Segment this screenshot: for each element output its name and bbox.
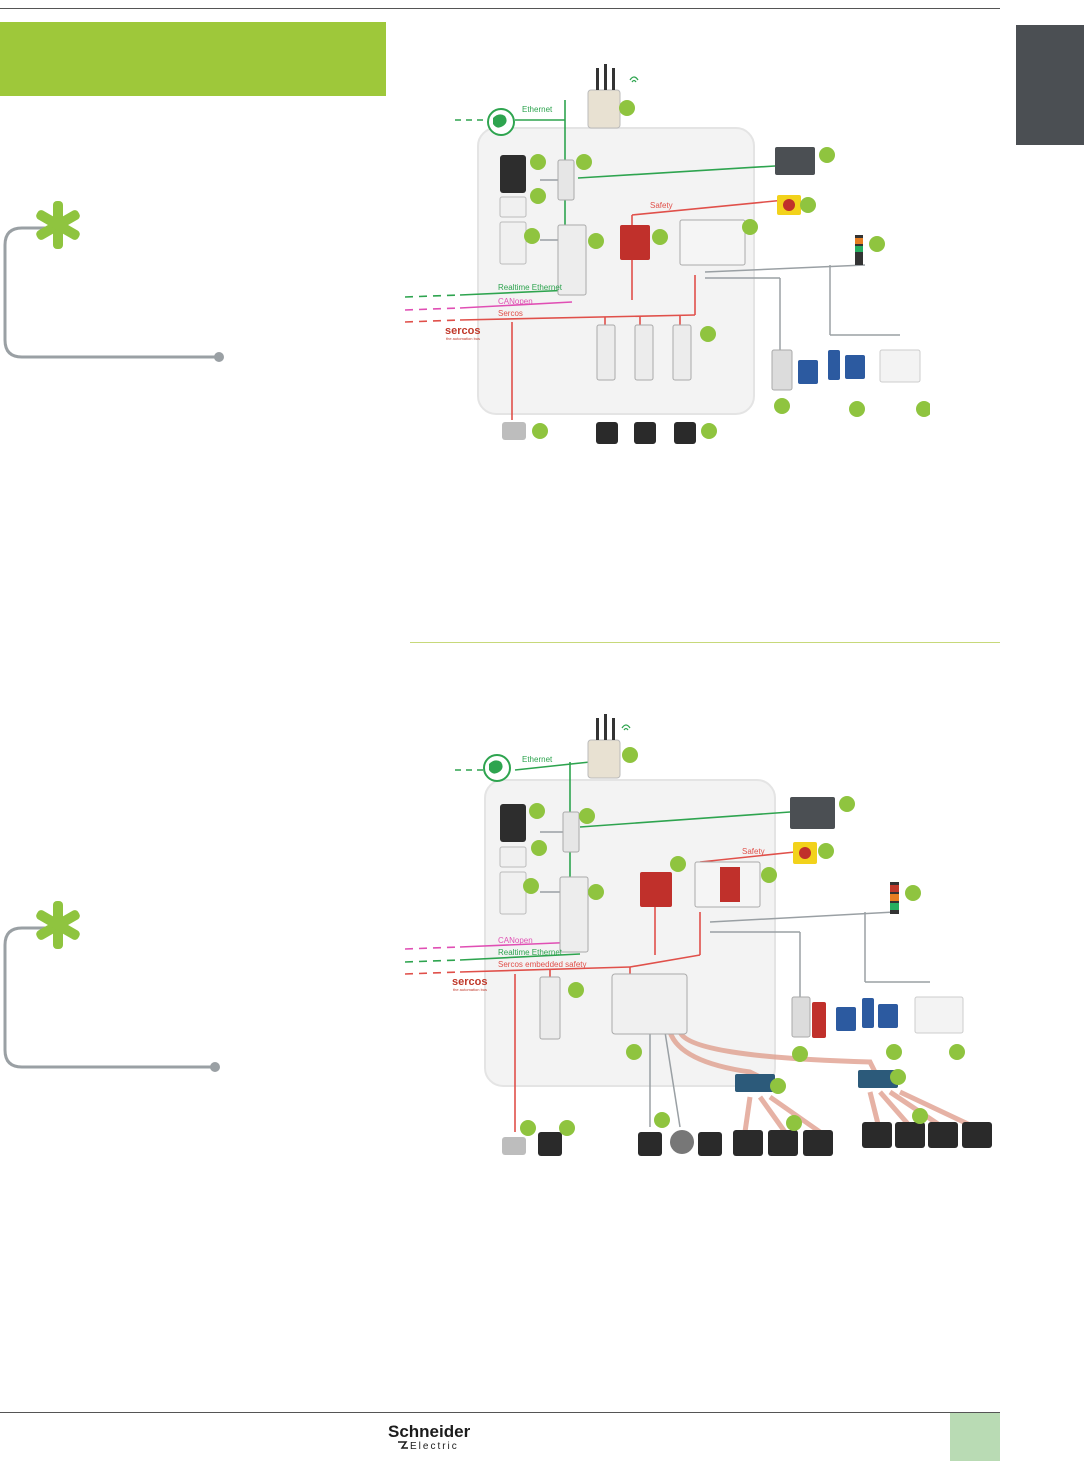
motion-controller	[558, 225, 586, 295]
servo-drive	[673, 325, 691, 380]
callout-top	[0, 195, 240, 370]
cabinet-panel	[485, 780, 775, 1086]
photo-sensor	[798, 360, 818, 384]
wireless-router	[588, 714, 620, 778]
architecture-diagram-bottom: Ethernet Safety C	[400, 712, 1000, 1167]
ethernet-label: Ethernet	[522, 105, 553, 114]
safety-module	[640, 872, 672, 907]
servo-motor	[596, 422, 618, 444]
wireless-icon	[630, 77, 638, 82]
section-title-box	[0, 22, 386, 96]
canopen-label: CANopen	[498, 936, 533, 945]
proximity-sensor	[862, 998, 874, 1028]
io-island	[772, 350, 792, 390]
integrated-servo-motor	[768, 1130, 798, 1156]
limit-switch	[845, 355, 865, 379]
schneider-logo: Schneider Electric	[386, 1422, 486, 1452]
encoder	[502, 1137, 526, 1155]
top-rule	[0, 8, 1000, 9]
wireless-icon	[622, 725, 630, 730]
sercos-logo-sub: the automation bus	[453, 987, 487, 992]
ethernet-switch	[558, 160, 574, 200]
safety-module	[620, 225, 650, 260]
bottom-rule	[0, 1412, 1000, 1413]
architecture-diagram-top: Ethernet Safety Realtime Ethernet CANope	[400, 60, 930, 455]
integrated-servo-motor	[895, 1122, 925, 1148]
io-island	[792, 997, 810, 1037]
servo-motor	[698, 1132, 722, 1156]
servo-motor	[638, 1132, 662, 1156]
circuit-breaker	[500, 804, 526, 842]
power-supply	[500, 872, 526, 914]
asterisk-icon	[35, 901, 82, 949]
pushbuttons	[915, 997, 963, 1033]
callout-bottom	[0, 895, 240, 1080]
asterisk-icon	[35, 201, 82, 249]
realtime-ethernet-label: Realtime Ethernet	[498, 948, 563, 957]
brand-name: Schneider	[388, 1422, 471, 1441]
servo-motor	[634, 422, 656, 444]
plc-io-rack	[680, 220, 745, 265]
canopen-label: CANopen	[498, 297, 533, 306]
servo-drive	[635, 325, 653, 380]
proximity-sensor	[828, 350, 840, 380]
power-meter	[500, 847, 526, 867]
ethernet-switch	[563, 812, 579, 852]
integrated-servo-motor	[803, 1130, 833, 1156]
integrated-servo-motor	[962, 1122, 992, 1148]
hmi-display	[790, 797, 835, 829]
realtime-ethernet-label: Realtime Ethernet	[498, 283, 563, 292]
servo-motor	[674, 422, 696, 444]
integrated-servo-motor	[862, 1122, 892, 1148]
limit-switch	[878, 1004, 898, 1028]
wireless-router	[588, 64, 620, 128]
brand-sub: Electric	[410, 1441, 459, 1452]
photo-sensor	[836, 1007, 856, 1031]
gearbox	[670, 1130, 694, 1154]
sercos-label: Sercos	[498, 309, 523, 318]
integrated-servo-motor	[733, 1130, 763, 1156]
ethernet-label: Ethernet	[522, 755, 553, 764]
section-tab	[1016, 25, 1084, 145]
circuit-breaker	[500, 155, 526, 193]
safety-io	[812, 1002, 826, 1038]
sercos-safety-label: Sercos embedded safety	[498, 960, 587, 969]
safety-label: Safety	[650, 201, 673, 210]
section-divider	[410, 642, 1000, 643]
sercos-logo-sub: the automation bus	[446, 336, 480, 341]
hmi-display	[775, 147, 815, 175]
safety-label: Safety	[742, 847, 765, 856]
globe-network-icon	[484, 755, 510, 781]
servo-motor	[538, 1132, 562, 1156]
motion-controller	[560, 877, 588, 952]
globe-network-icon	[488, 109, 514, 135]
distribution-box	[735, 1074, 775, 1092]
power-supply	[500, 222, 526, 264]
pushbuttons	[880, 350, 920, 382]
page-number-tab	[950, 1413, 1000, 1461]
power-meter	[500, 197, 526, 217]
multi-axis-drive	[612, 974, 687, 1034]
encoder	[502, 422, 526, 440]
servo-drive	[540, 977, 560, 1039]
integrated-servo-motor	[928, 1122, 958, 1148]
servo-drive	[597, 325, 615, 380]
